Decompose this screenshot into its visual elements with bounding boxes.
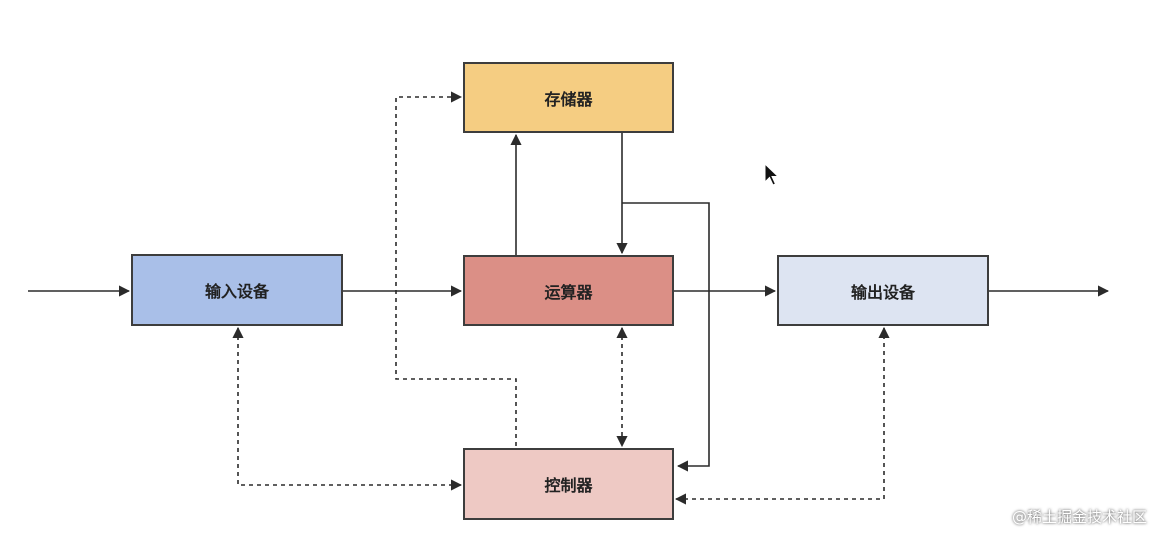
alu-node: 运算器 <box>463 255 674 326</box>
control-output-signal <box>674 326 890 505</box>
control-input-signal <box>232 326 463 491</box>
mouse-pointer-icon <box>764 163 780 186</box>
controller-node: 控制器 <box>463 448 674 520</box>
arrow-memory-to-control <box>622 202 710 472</box>
memory-node: 存储器 <box>463 62 674 133</box>
watermark: @稀土掘金技术社区 <box>1011 508 1147 526</box>
input-device-node: 输入设备 <box>131 254 343 326</box>
output-device-node: 输出设备 <box>777 255 989 326</box>
